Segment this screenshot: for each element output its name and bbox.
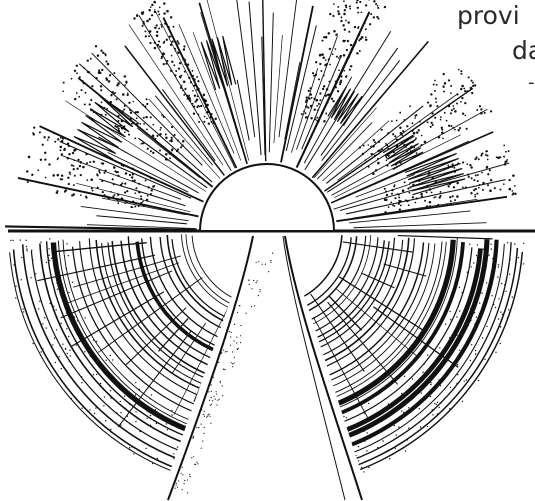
sun-disc <box>200 164 334 231</box>
text-fragment-2: da <box>512 38 535 63</box>
text-fragment-1: provi <box>457 3 520 28</box>
text-fragment-3: - <box>528 74 535 92</box>
